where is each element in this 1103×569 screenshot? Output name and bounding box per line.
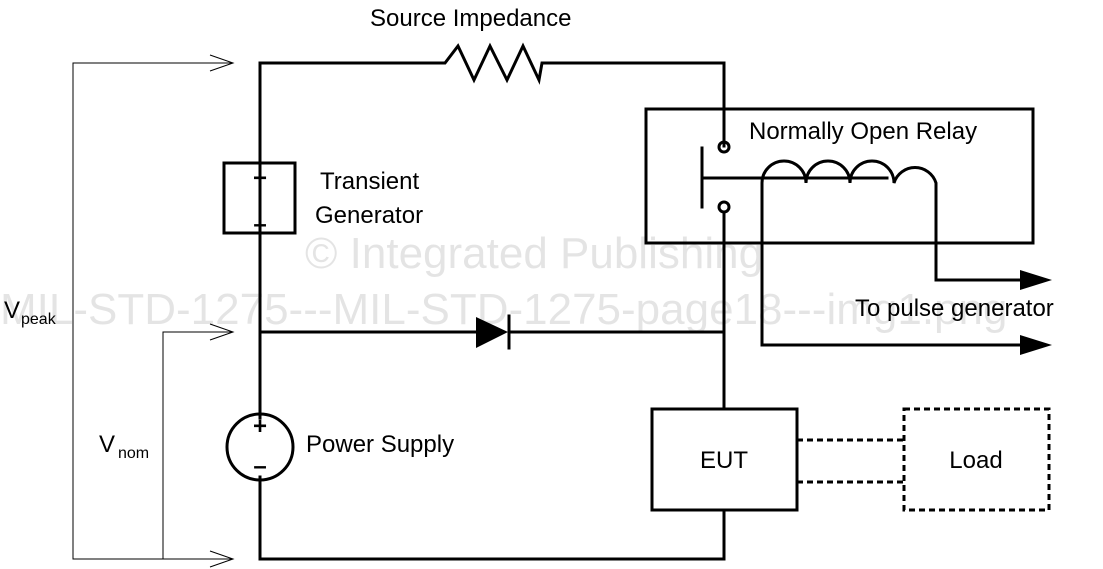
vpeak-subscript: peak (21, 311, 57, 328)
power-supply-label: Power Supply (306, 431, 454, 458)
minus-sign: – (253, 453, 266, 480)
arrow-right-icon (1020, 335, 1052, 355)
power-supply-icon: + – (225, 412, 295, 482)
vpeak-indicator (72, 54, 235, 568)
transient-label-line2: Generator (315, 202, 423, 229)
vpeak-label: V (4, 297, 20, 324)
source-impedance-label: Source Impedance (370, 5, 571, 32)
arrow-head-icon (209, 54, 235, 72)
vnom-label: V (99, 431, 115, 458)
load-label: Load (949, 447, 1002, 474)
resistor-icon (441, 42, 726, 148)
vnom-subscript: nom (118, 445, 149, 462)
relay-coil-icon (760, 159, 1022, 347)
diode-icon (476, 317, 508, 348)
transient-label-line1: Transient (320, 168, 419, 195)
eut-label: EUT (700, 447, 748, 474)
pulse-generator-label: To pulse generator (855, 295, 1054, 322)
load-box (797, 407, 1051, 512)
diode (258, 314, 726, 350)
minus-sign: – (253, 211, 266, 238)
relay-label: Normally Open Relay (749, 118, 977, 145)
relay (644, 107, 1052, 411)
eut-box (650, 407, 799, 561)
plus-sign: + (253, 165, 267, 192)
watermark-line2: MIL-STD-1275---MIL-STD-1275-page18---img… (0, 285, 1007, 334)
watermark-line1: © Integrated Publishing (305, 229, 763, 278)
arrow-head-icon (209, 550, 235, 568)
arrow-right-icon (1020, 270, 1052, 290)
arrow-head-icon (209, 323, 235, 341)
vnom-indicator (162, 323, 235, 559)
relay-contact-top (717, 140, 731, 154)
plus-sign: + (253, 413, 267, 440)
